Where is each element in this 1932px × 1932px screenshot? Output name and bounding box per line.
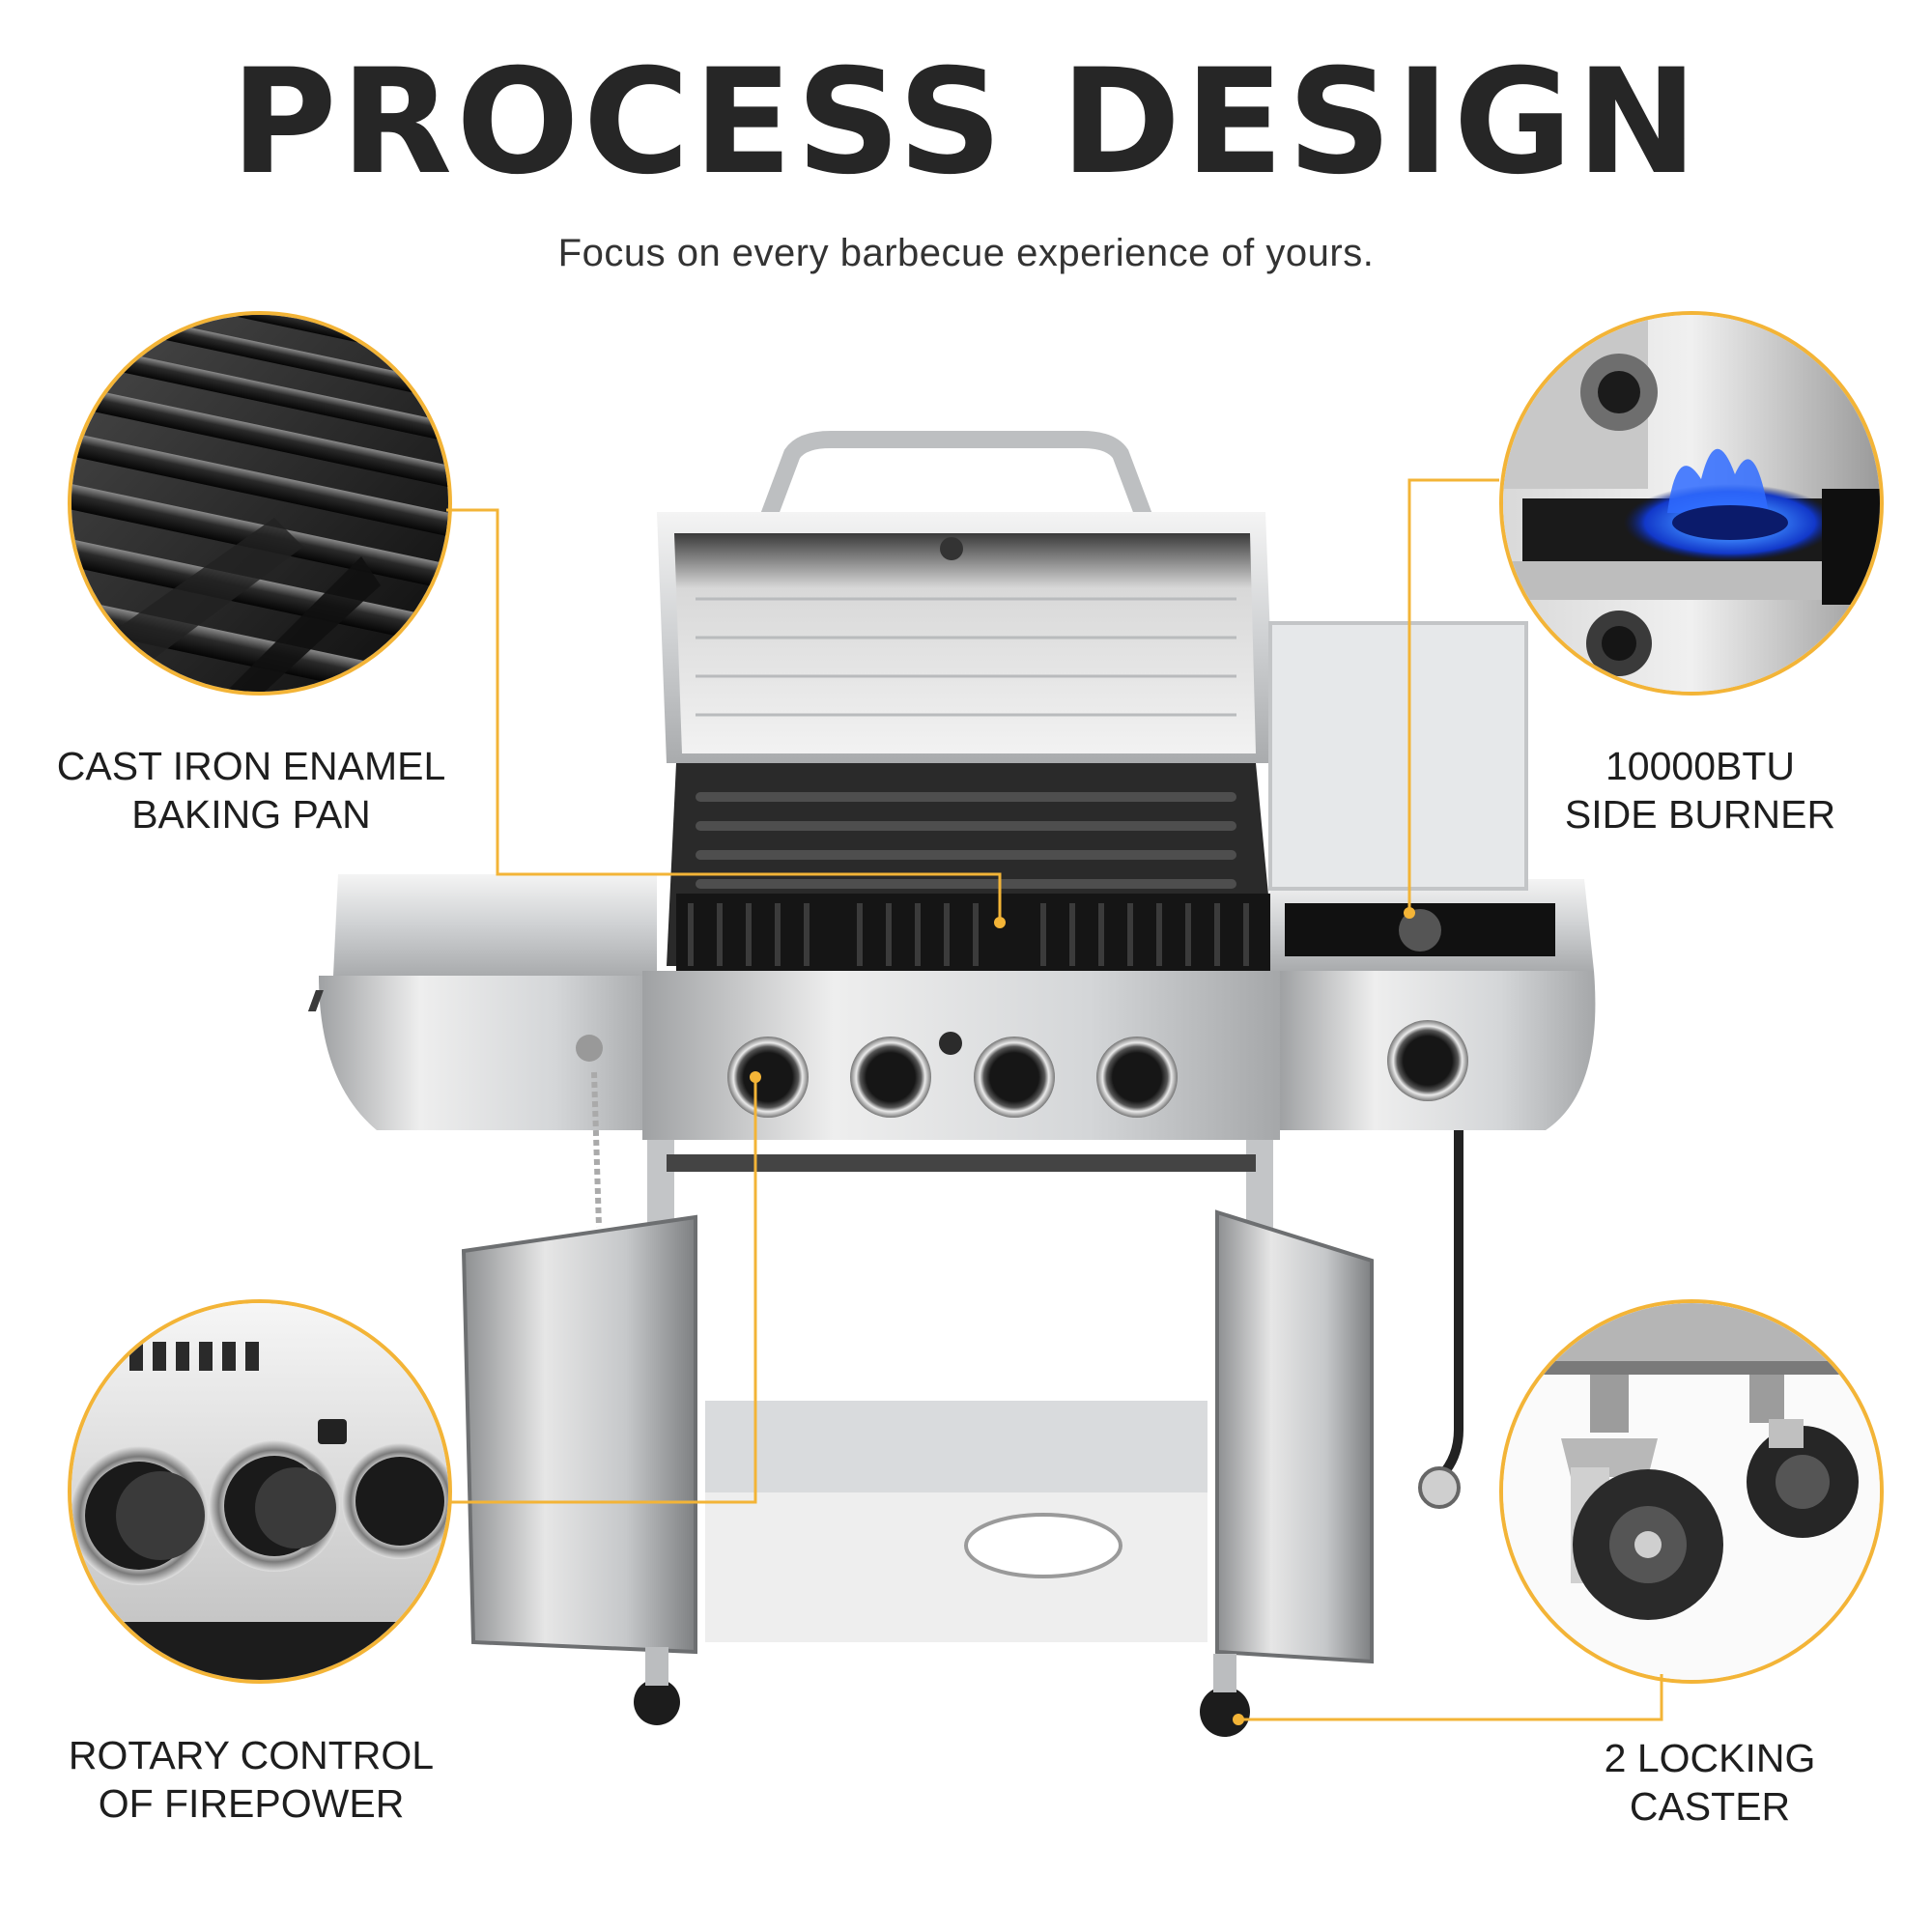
detail-circle-burner	[1499, 311, 1884, 696]
feature-label-rotary-control: ROTARY CONTROL OF FIREPOWER	[48, 1731, 454, 1828]
burner-closeup-image	[1503, 315, 1880, 692]
leader-baking-pan	[446, 508, 1002, 923]
leader-dot-side-burner	[1404, 907, 1415, 919]
feature-label-line: 2 LOCKING	[1604, 1736, 1816, 1780]
feature-label-line: CASTER	[1629, 1784, 1791, 1829]
feature-label-line: SIDE BURNER	[1564, 792, 1836, 837]
feature-label-line: CAST IRON ENAMEL	[56, 744, 446, 788]
detail-circle-knobs	[68, 1299, 452, 1684]
leader-dot-baking-pan	[994, 917, 1006, 928]
page-subtitle: Focus on every barbecue experience of yo…	[557, 232, 1375, 274]
feature-label-locking-caster: 2 LOCKING CASTER	[1546, 1734, 1874, 1831]
page-title: PROCESS DESIGN	[230, 39, 1702, 207]
feature-label-line: BAKING PAN	[131, 792, 371, 837]
feature-label-line: ROTARY CONTROL	[68, 1733, 435, 1777]
leader-rotary-control	[450, 1077, 757, 1504]
feature-label-baking-pan: CAST IRON ENAMEL BAKING PAN	[39, 742, 464, 838]
feature-label-line: 10000BTU	[1605, 744, 1795, 788]
leader-dot-locking-caster	[1233, 1714, 1244, 1725]
feature-label-side-burner: 10000BTU SIDE BURNER	[1526, 742, 1874, 838]
feature-label-line: OF FIREPOWER	[98, 1781, 405, 1826]
leader-locking-caster	[1238, 1674, 1663, 1721]
leader-side-burner	[1407, 478, 1499, 913]
knobs-closeup-image	[71, 1303, 448, 1680]
leader-dot-rotary-control	[750, 1071, 761, 1083]
